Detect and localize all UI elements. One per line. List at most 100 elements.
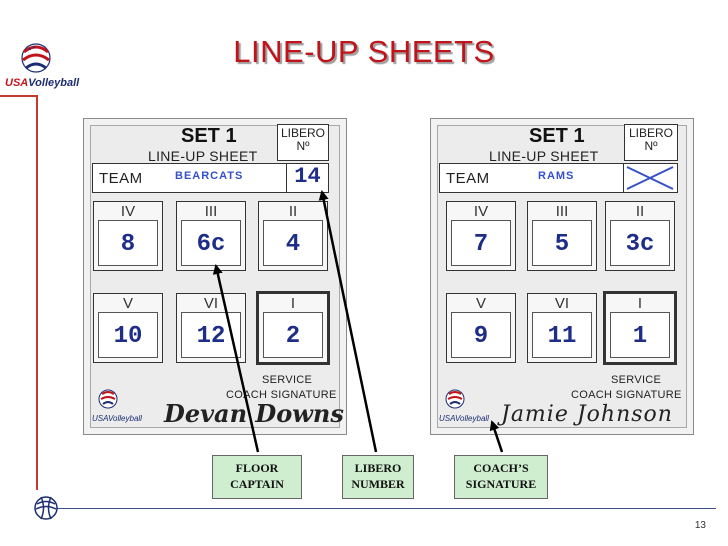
- player-number: 11: [547, 323, 577, 350]
- player-number: 7: [473, 231, 489, 258]
- position-cell-v: V 10: [93, 293, 163, 363]
- logo-volleyball: Volleyball: [28, 77, 80, 89]
- coach-signature-callout: COACH’S SIGNATURE: [454, 455, 548, 499]
- position-label: V: [122, 295, 133, 312]
- libero-header-label: LIBERO Nº: [278, 127, 328, 153]
- floor-captain-callout: FLOOR CAPTAIN: [212, 455, 302, 499]
- player-number: 10: [113, 323, 143, 350]
- libero-header-label: LIBERO Nº: [625, 127, 677, 153]
- usav-mark: USAVolleyball: [439, 414, 489, 423]
- lineup-sheet-rams: SET 1 LINE-UP SHEET LIBERO Nº TEAM RAMS …: [430, 118, 694, 435]
- player-number: 1: [632, 323, 648, 350]
- coach-signature-label: COACH SIGNATURE: [226, 389, 337, 401]
- coach-signature[interactable]: Devan Downs: [164, 399, 344, 428]
- libero-label: LIBERO: [280, 126, 325, 140]
- position-input[interactable]: 8: [98, 220, 158, 266]
- position-label: III: [555, 203, 569, 220]
- position-cell-ii: II 4: [258, 201, 328, 271]
- team-name[interactable]: BEARCATS: [175, 170, 244, 182]
- lineup-sheet-bearcats: SET 1 LINE-UP SHEET LIBERO Nº TEAM BEARC…: [83, 118, 347, 435]
- player-number: 9: [473, 323, 489, 350]
- page-number: 13: [694, 520, 706, 531]
- callout-line: SIGNATURE: [465, 477, 537, 491]
- service-label: SERVICE: [611, 374, 662, 386]
- libero-header-box: LIBERO Nº: [277, 124, 329, 161]
- player-number: 4: [285, 231, 301, 258]
- position-label: VI: [203, 295, 219, 312]
- position-input[interactable]: 3c: [610, 220, 670, 266]
- position-input[interactable]: 9: [451, 312, 511, 358]
- libero-label: LIBERO: [628, 126, 673, 140]
- player-number: 8: [120, 231, 136, 258]
- position-input[interactable]: 1: [610, 312, 670, 358]
- coach-signature-arrow: [489, 420, 504, 453]
- logo-wordmark: USAVolleyball: [5, 77, 79, 89]
- position-label: IV: [120, 203, 136, 220]
- coach-signature[interactable]: Jamie Johnson: [501, 402, 673, 427]
- top-accent-rule: [0, 95, 38, 97]
- libero-no-label: Nº: [644, 139, 658, 153]
- position-input[interactable]: 7: [451, 220, 511, 266]
- libero-no-label: Nº: [296, 139, 310, 153]
- bottom-rule: [36, 508, 716, 509]
- sheet-subtitle: LINE-UP SHEET: [148, 148, 258, 164]
- position-label: VI: [554, 295, 570, 312]
- position-label: IV: [473, 203, 489, 220]
- no-libero-cross-icon: [626, 166, 674, 190]
- position-input[interactable]: 4: [263, 220, 323, 266]
- position-label: I: [290, 295, 296, 312]
- volleyball-icon: [445, 389, 465, 409]
- libero-number-field[interactable]: 14: [286, 163, 329, 193]
- libero-number-callout: LIBERO NUMBER: [342, 455, 414, 499]
- page-title: LINE-UP SHEETS: [233, 34, 495, 69]
- position-cell-vi: VI 11: [527, 293, 597, 363]
- libero-header-box: LIBERO Nº: [624, 124, 678, 161]
- volleyball-icon: [34, 496, 58, 520]
- position-cell-iii: III 5: [527, 201, 597, 271]
- floor-captain-arrow: [212, 264, 260, 453]
- position-label: III: [204, 203, 218, 220]
- libero-number-arrow: [318, 190, 378, 453]
- position-input[interactable]: 2: [263, 312, 323, 358]
- position-input[interactable]: 11: [532, 312, 592, 358]
- position-cell-ii: II 3c: [605, 201, 675, 271]
- position-cell-iv: IV 7: [446, 201, 516, 271]
- set-title: SET 1: [181, 125, 237, 147]
- usav-mark: USAVolleyball: [92, 414, 142, 423]
- callout-line: LIBERO: [354, 461, 402, 475]
- team-row: TEAM BEARCATS: [92, 163, 288, 193]
- position-input[interactable]: 12: [181, 312, 241, 358]
- player-number: 3c: [625, 231, 655, 258]
- set-title: SET 1: [529, 125, 585, 147]
- coach-signature-label: COACH SIGNATURE: [571, 389, 682, 401]
- service-label: SERVICE: [262, 374, 313, 386]
- position-input[interactable]: 5: [532, 220, 592, 266]
- position-cell-iv: IV 8: [93, 201, 163, 271]
- team-row: TEAM RAMS: [439, 163, 625, 193]
- position-label: I: [637, 295, 643, 312]
- callout-line: COACH’S: [473, 461, 529, 475]
- left-accent-rule: [36, 95, 38, 490]
- player-number: 2: [285, 323, 301, 350]
- position-label: V: [475, 295, 486, 312]
- team-name[interactable]: RAMS: [538, 170, 575, 182]
- position-label: II: [288, 203, 298, 220]
- usa-volleyball-logo-icon: [21, 43, 51, 73]
- position-input[interactable]: 10: [98, 312, 158, 358]
- sheet-subtitle: LINE-UP SHEET: [489, 148, 599, 164]
- position-label: II: [635, 203, 645, 220]
- player-number: 5: [554, 231, 570, 258]
- player-number: 12: [196, 323, 226, 350]
- callout-line: NUMBER: [351, 477, 405, 491]
- volleyball-icon: [98, 389, 118, 409]
- position-input[interactable]: 6c: [181, 220, 241, 266]
- team-label: TEAM: [99, 170, 143, 187]
- callout-line: CAPTAIN: [230, 477, 284, 491]
- logo-usa: USA: [5, 77, 29, 89]
- callout-line: FLOOR: [235, 461, 279, 475]
